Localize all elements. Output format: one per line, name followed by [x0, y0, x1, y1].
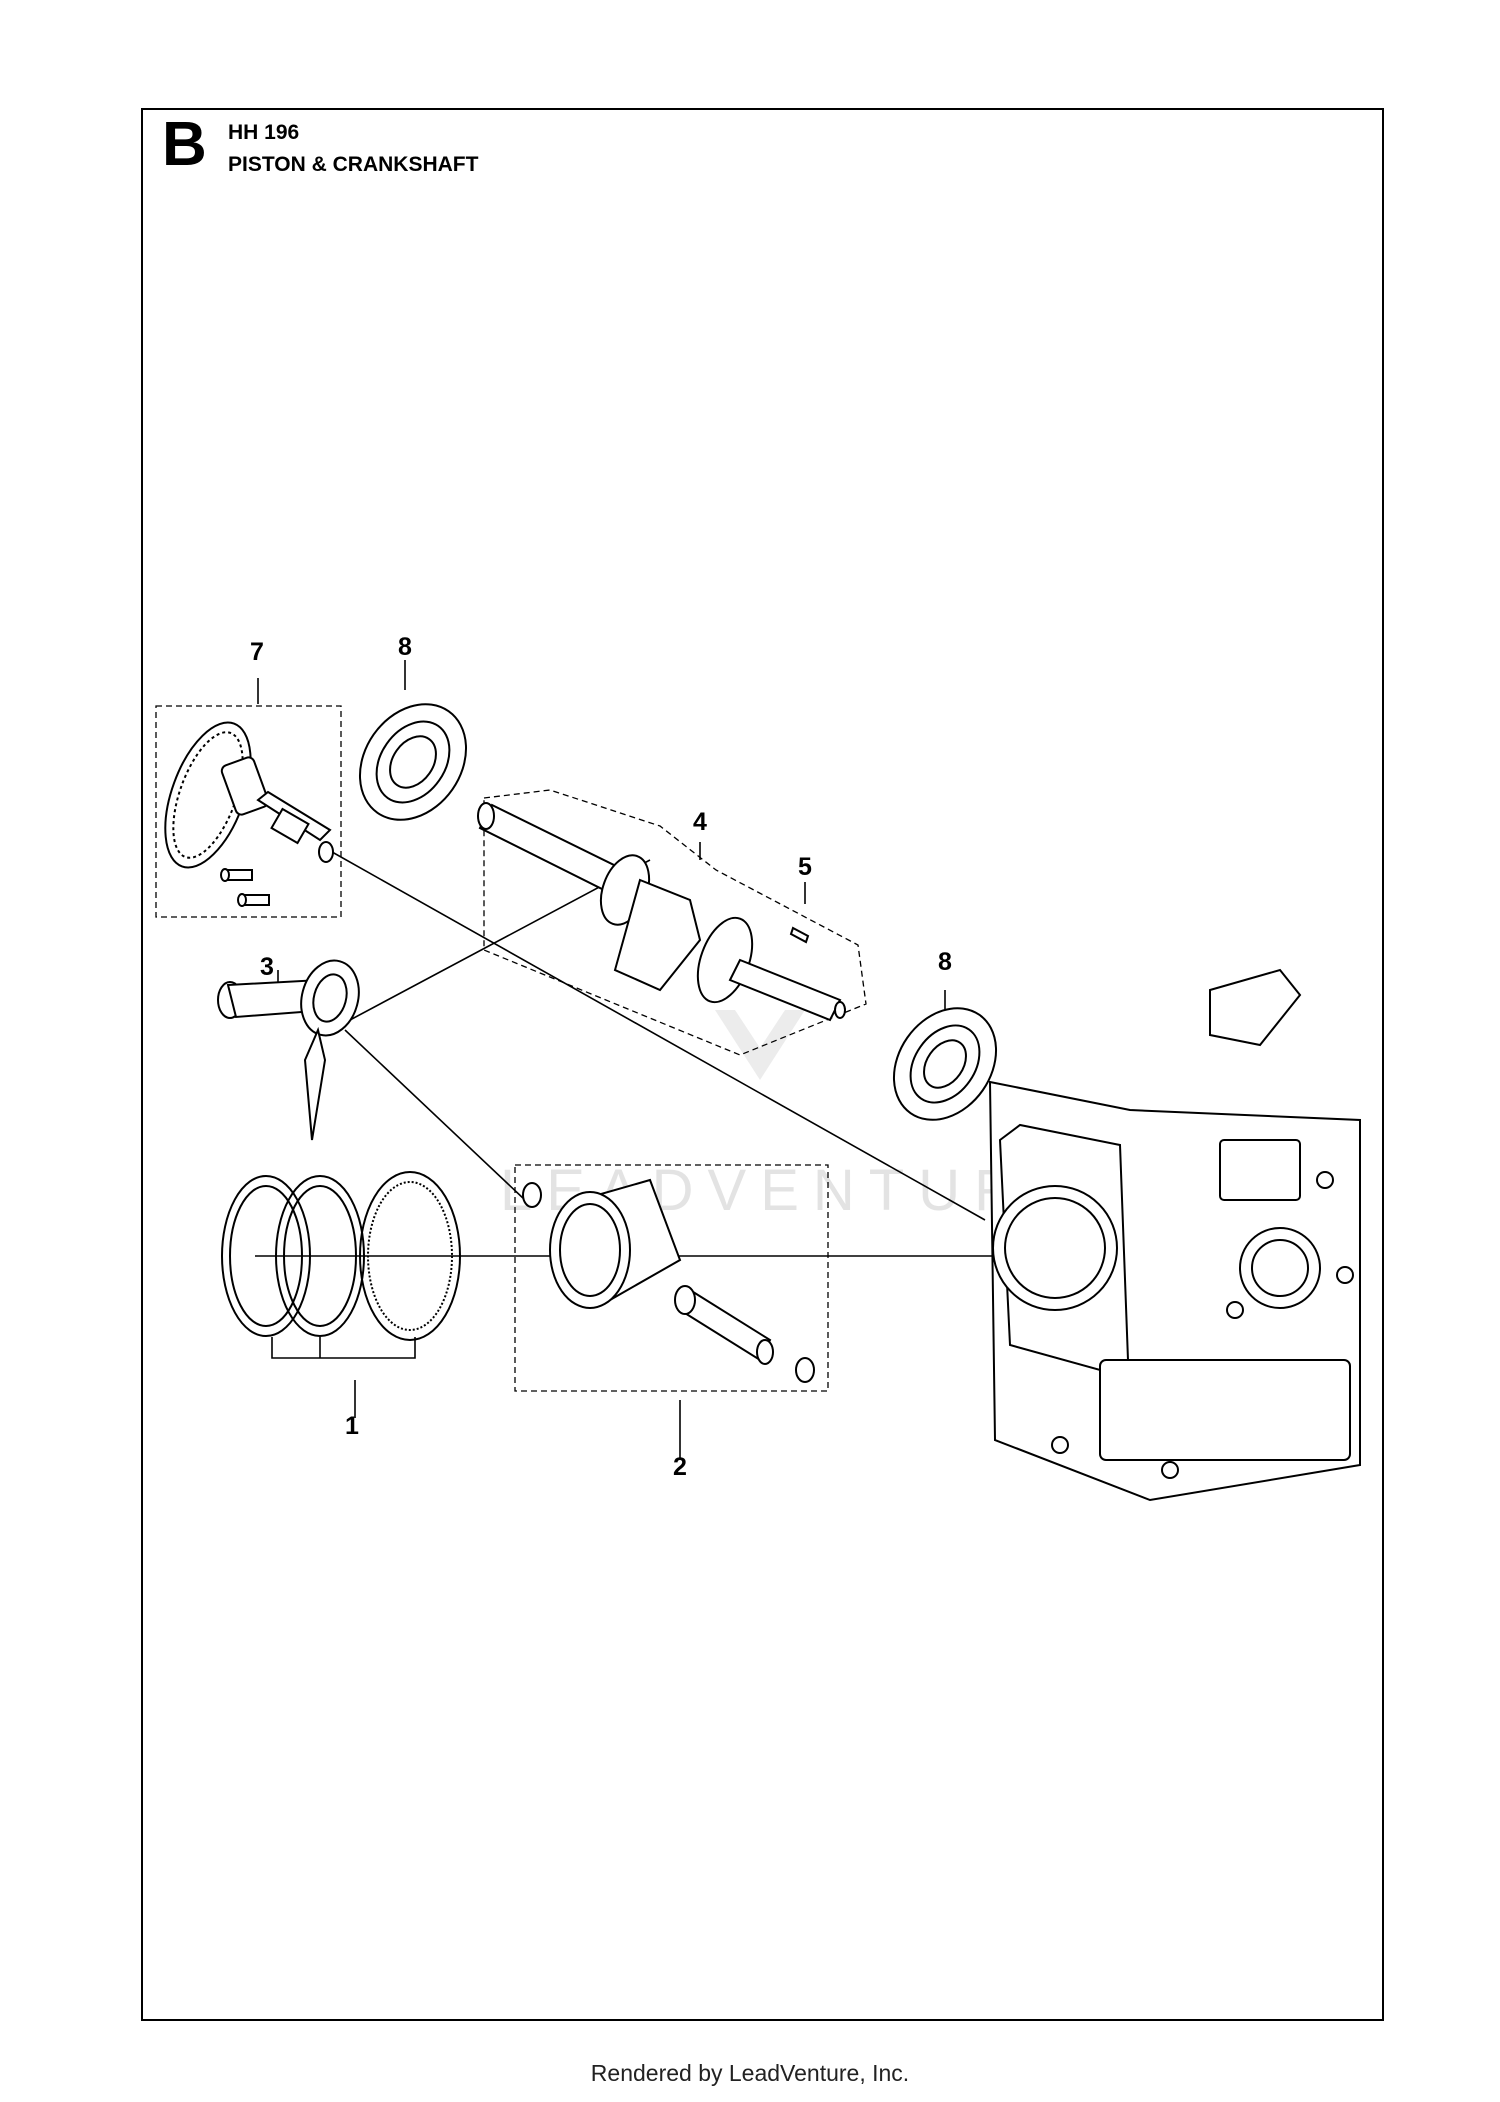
group-boxes	[155, 705, 867, 1392]
camshaft-part	[164, 721, 334, 907]
crankshaft-part	[477, 802, 846, 1022]
bearing-part-upper	[358, 703, 468, 821]
callout-5: 5	[798, 853, 812, 881]
engine-block-part	[988, 968, 1361, 1502]
piston-group-box	[514, 1164, 829, 1392]
piston-rings-part	[221, 1171, 461, 1341]
callout-labels: 7 8 4 5 8 3 1 2	[250, 633, 952, 1481]
page-title: PISTON & CRANKSHAFT	[228, 153, 479, 176]
camshaft-group-box	[155, 705, 342, 918]
watermark-logo	[715, 1010, 805, 1080]
callout-3: 3	[260, 953, 274, 981]
diagram-frame	[141, 108, 1384, 2021]
model-name: HH 196	[228, 121, 300, 144]
callout-8-upper: 8	[398, 633, 412, 661]
callout-4: 4	[693, 808, 707, 836]
section-letter: B	[162, 110, 207, 179]
callout-1: 1	[345, 1412, 359, 1440]
footer-credit: Rendered by LeadVenture, Inc.	[590, 2060, 910, 2086]
bearing-part-lower	[892, 1007, 998, 1121]
key-part	[789, 926, 810, 944]
callout-8-lower: 8	[938, 948, 952, 976]
callout-2: 2	[673, 1453, 687, 1481]
crankshaft-group-box	[483, 789, 867, 1056]
callout-7: 7	[250, 638, 264, 666]
connecting-rod-part	[217, 959, 360, 1141]
piston-part	[522, 1178, 815, 1383]
